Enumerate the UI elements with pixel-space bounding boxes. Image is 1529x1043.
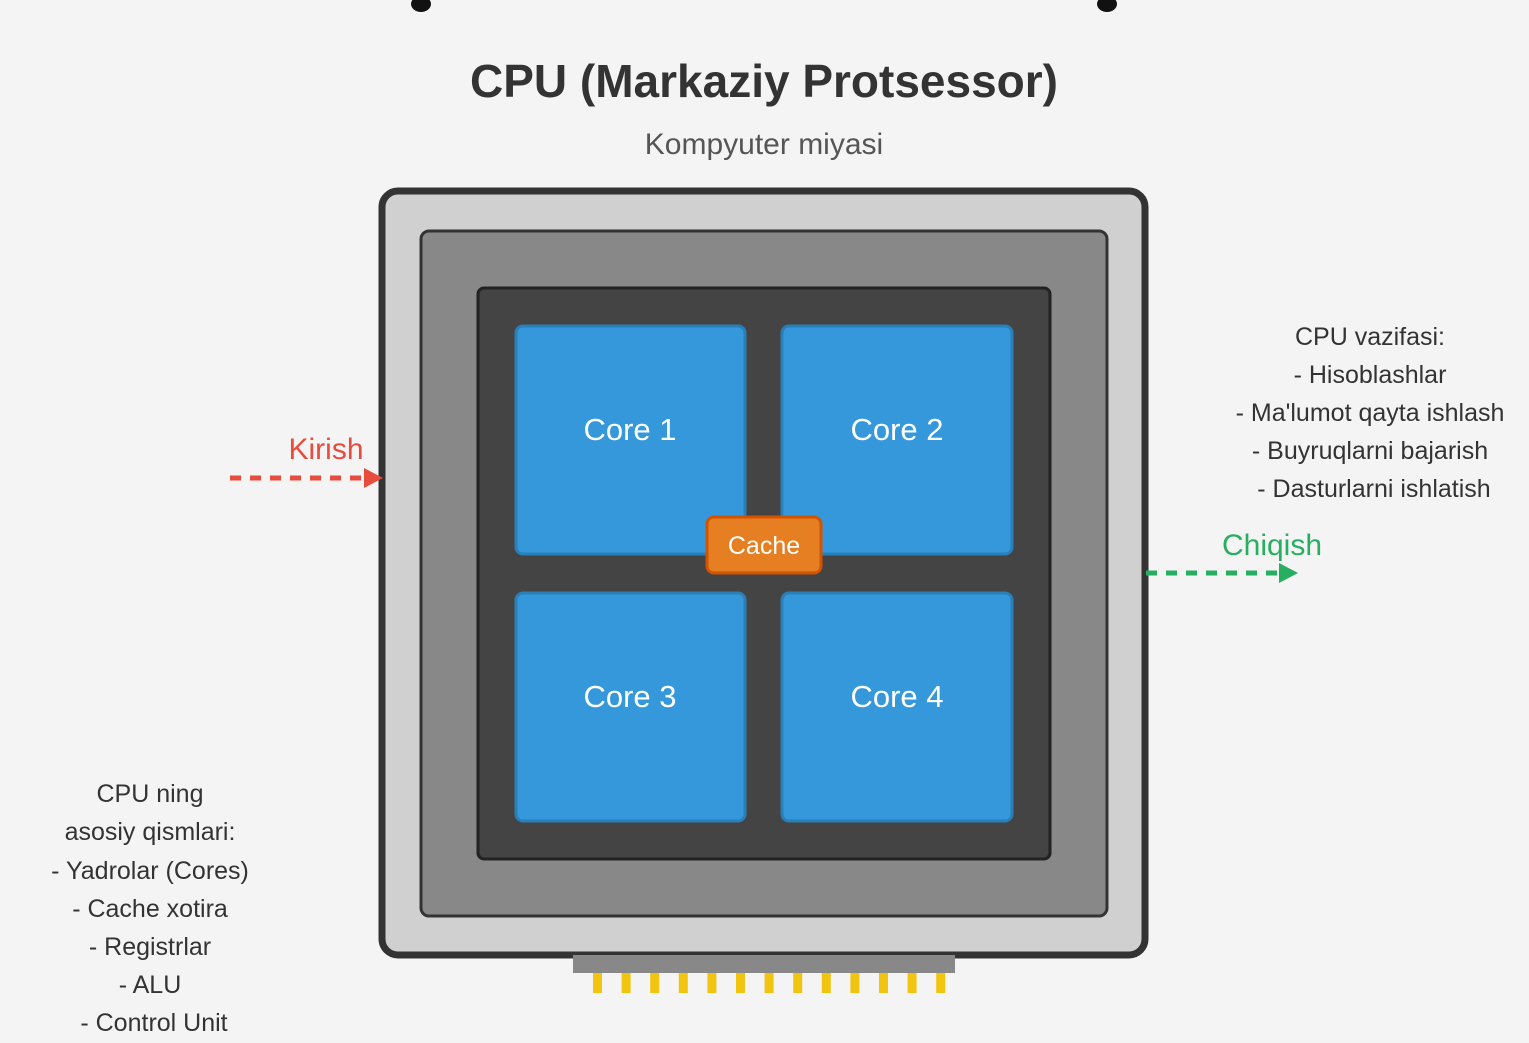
cpu-pin (793, 973, 803, 993)
cache-label: Cache (728, 532, 800, 560)
core-3-label: Core 3 (583, 679, 676, 714)
output-label: Chiqish (1222, 529, 1322, 562)
core-1 (514, 324, 747, 556)
functions-line: - Ma'lumot qayta ishlash (1236, 399, 1505, 427)
cpu-pin (650, 973, 660, 993)
top-connector-dot-right (1097, 0, 1117, 12)
parts-line: - Yadrolar (Cores) (51, 857, 249, 885)
cpu-pin (621, 973, 631, 993)
core-2-label: Core 2 (850, 412, 943, 447)
parts-line: CPU ning (97, 780, 204, 808)
cpu-pin (764, 973, 774, 993)
functions-line: - Hisoblashlar (1294, 361, 1447, 389)
diagram-title: CPU (Markaziy Protsessor) (470, 55, 1058, 107)
diagram-subtitle: Kompyuter miyasi (645, 128, 883, 161)
functions-line: - Dasturlarni ishlatish (1257, 475, 1490, 503)
parts-line: - Registrlar (89, 933, 211, 961)
core-1-label: Core 1 (583, 412, 676, 447)
cpu-pin (936, 973, 946, 993)
functions-line: CPU vazifasi: (1295, 323, 1445, 351)
cpu-pin (678, 973, 688, 993)
parts-line: - Cache xotira (72, 895, 228, 923)
parts-line: - ALU (119, 971, 182, 999)
parts-line: asosiy qismlari: (65, 818, 236, 846)
pin-base (573, 955, 955, 973)
cpu-pin (821, 973, 831, 993)
parts-line: - Control Unit (80, 1009, 227, 1037)
cpu-pin (850, 973, 860, 993)
cpu-pin (707, 973, 717, 993)
input-label: Kirish (288, 433, 363, 466)
cpu-pin (907, 973, 917, 993)
core-4-label: Core 4 (850, 679, 943, 714)
input-arrow-head (364, 468, 383, 488)
cpu-pin (736, 973, 745, 993)
functions-line: - Buyruqlarni bajarish (1252, 437, 1488, 465)
cpu-functions-list: CPU vazifasi: - Hisoblashlar - Ma'lumot … (1236, 323, 1505, 503)
output-arrow-head (1279, 563, 1298, 583)
core-2 (780, 324, 1014, 556)
cpu-pin (593, 973, 602, 993)
cache-block (705, 515, 823, 575)
core-3 (514, 591, 747, 823)
pin-row (593, 973, 946, 993)
cpu-parts-list: CPU ning asosiy qismlari: - Yadrolar (Co… (51, 780, 249, 1037)
top-connector-dot-left (411, 0, 431, 12)
cpu-pin (879, 973, 888, 993)
core-4 (780, 591, 1014, 823)
